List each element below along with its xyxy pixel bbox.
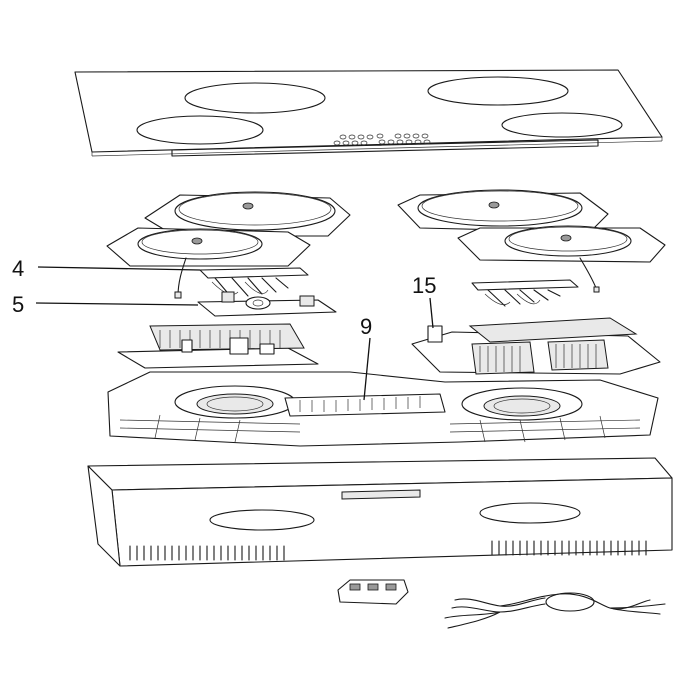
induction-coil-rear-right (397, 189, 609, 233)
cooling-fan-left (199, 267, 309, 299)
terminal-block (337, 579, 409, 605)
glass-zone-rear-left (184, 82, 326, 114)
callout-label-4: 4 (12, 256, 24, 281)
leader-part-9 (363, 337, 371, 401)
leader-part-15 (429, 297, 434, 329)
leader-part-4 (37, 266, 201, 271)
induction-coil-front-left (106, 227, 311, 299)
callout-label-15: 15 (412, 273, 436, 298)
glass-top-plate (74, 69, 663, 157)
leader-part-5 (35, 302, 199, 306)
power-board-right (411, 317, 661, 375)
induction-coil-front-right (457, 225, 666, 293)
power-board-left (117, 323, 319, 369)
callout-label-9: 9 (360, 314, 372, 339)
touch-controls (333, 133, 431, 146)
part-15-component (427, 325, 443, 343)
base-tray (107, 371, 659, 447)
filter-board-left (197, 291, 337, 317)
glass-zone-rear-right (427, 76, 569, 106)
vent-slots (129, 540, 647, 561)
power-cord (444, 592, 666, 629)
glass-zone-front-left (136, 115, 264, 145)
glass-zone-front-right (501, 112, 623, 138)
bottom-chassis (87, 457, 673, 567)
induction-coil-rear-left (144, 191, 351, 237)
callout-label-5: 5 (12, 292, 24, 317)
cooling-fan-right (471, 279, 579, 307)
